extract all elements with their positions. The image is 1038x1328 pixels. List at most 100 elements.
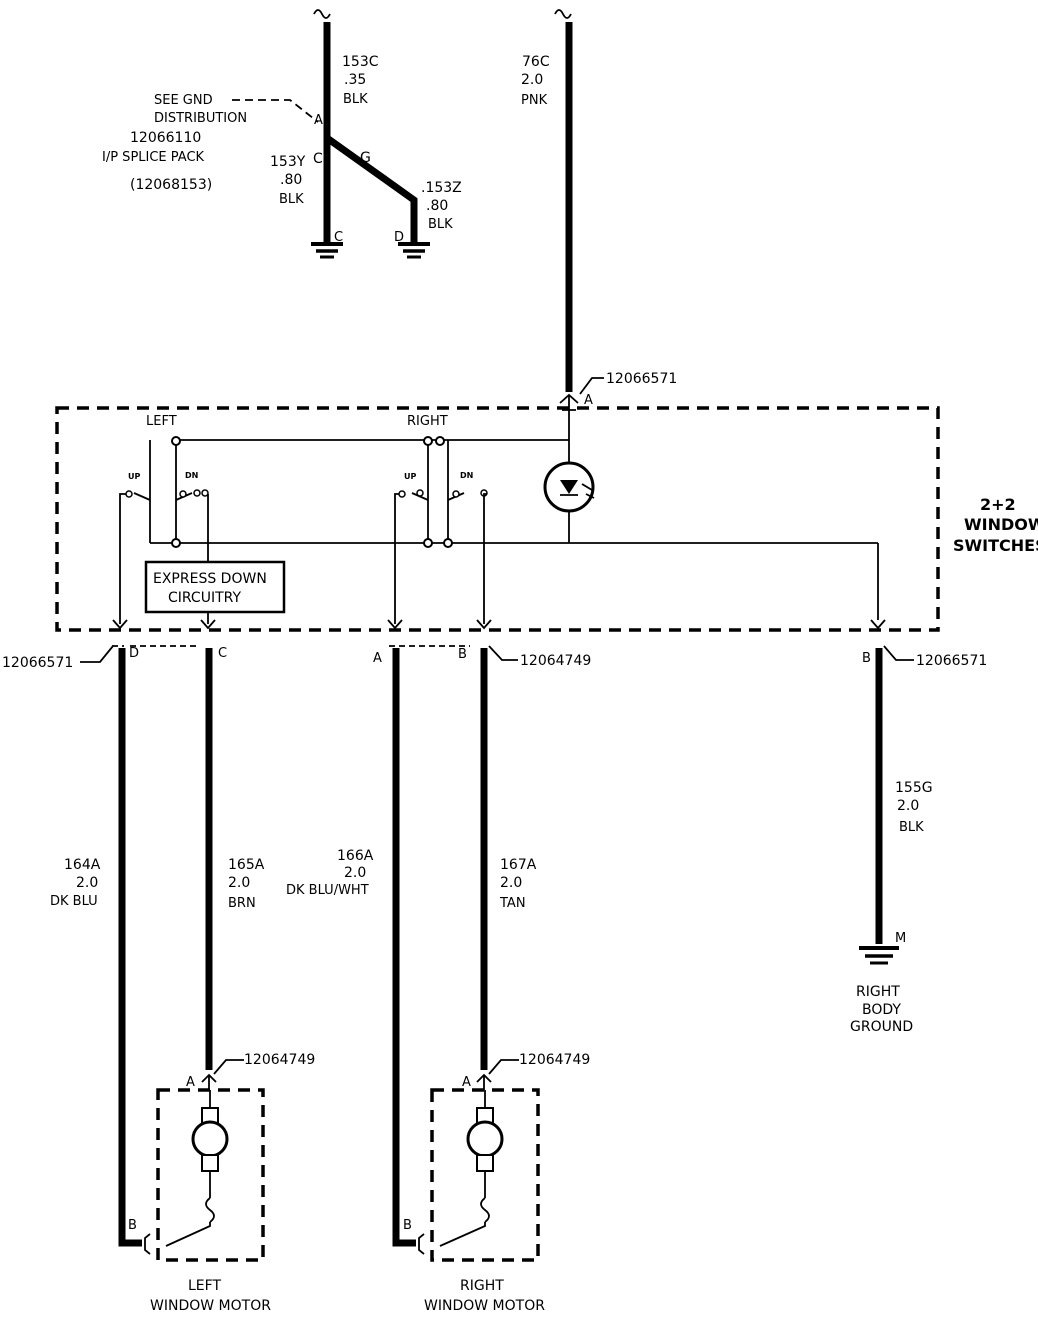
- right-up-label: UP: [404, 472, 416, 481]
- left-up-lead: [119, 493, 126, 624]
- lamp-diode-icon: [560, 480, 578, 494]
- wire-166a-size: 2.0: [344, 865, 366, 881]
- wire-165a-id: 165A: [228, 857, 265, 873]
- wire-153c-color: BLK: [343, 92, 368, 107]
- right-window-switch: [398, 436, 488, 548]
- right-up-lead: [394, 493, 399, 624]
- ground-label-2: BODY: [862, 1002, 901, 1018]
- pin-c-label: C: [313, 151, 323, 167]
- right-motor-box: [430, 1088, 540, 1262]
- switch-title-line-1: 2+2: [980, 495, 1016, 514]
- wire-153z-id: .153Z: [421, 180, 462, 196]
- express-line-2: CIRCUITRY: [168, 590, 241, 606]
- wire-167a-id: 167A: [500, 857, 537, 873]
- connector-feed-part: 12066571: [606, 371, 677, 387]
- wire-155g-size: 2.0: [897, 798, 919, 814]
- break-mark-feed: [554, 9, 572, 19]
- wire-165a-color: BRN: [228, 896, 256, 911]
- right-connector-pin-b: B: [458, 647, 467, 662]
- right-motor-connector-mark: [476, 1073, 492, 1090]
- right-motor-connector-leader: [488, 1059, 519, 1075]
- right-body-ground-symbol: [859, 946, 899, 965]
- wire-76c-id: 76C: [522, 54, 550, 70]
- left-connector-pin-c: C: [218, 646, 227, 661]
- left-motor-part: 12064749: [244, 1052, 315, 1068]
- wire-153z: [324, 135, 418, 242]
- lamp-ray: [581, 483, 595, 499]
- left-motor-pin-b: B: [128, 1218, 137, 1233]
- right-motor-label-2: WINDOW MOTOR: [424, 1298, 545, 1314]
- wire-167a-size: 2.0: [500, 875, 522, 891]
- right-motor-part: 12064749: [519, 1052, 590, 1068]
- right-connector-leader: [488, 645, 518, 661]
- right-motor-pin-a: A: [462, 1075, 471, 1090]
- wire-164a-color: DK BLU: [50, 894, 98, 909]
- wire-153c-id: 153C: [342, 54, 379, 70]
- wire-166a: [392, 648, 416, 1247]
- wire-165a-size: 2.0: [228, 875, 250, 891]
- gnd-distribution-leader: [232, 99, 319, 123]
- ground-label-3: GROUND: [850, 1019, 913, 1035]
- ground-connector-leader: [883, 645, 914, 661]
- wire-153y-size: .80: [280, 172, 302, 188]
- pin-g-label: G: [360, 150, 371, 166]
- left-motor-connector-leader: [213, 1059, 244, 1075]
- break-mark-left: [313, 9, 331, 19]
- right-dn-lead: [483, 493, 487, 624]
- see-gnd-line-3: 12066110: [130, 130, 201, 146]
- ground-pin-m: M: [895, 931, 906, 946]
- right-motor-label-1: RIGHT: [460, 1278, 504, 1294]
- left-up-label: UP: [128, 472, 140, 481]
- right-dn-label: DN: [460, 471, 473, 480]
- switch-title-line-3: SWITCHES: [953, 536, 1038, 555]
- wire-166a-color: DK BLU/WHT: [286, 883, 369, 898]
- ground-connector-part: 12066571: [916, 653, 987, 669]
- left-switch-label: LEFT: [146, 414, 177, 429]
- left-motor-connector-mark: [201, 1073, 217, 1090]
- right-connector-pin-a: A: [373, 651, 382, 666]
- ground-symbol-c: [311, 242, 343, 259]
- wire-164a-size: 2.0: [76, 875, 98, 891]
- left-motor-box: [156, 1088, 265, 1262]
- wire-167a-color: TAN: [499, 896, 526, 911]
- wire-76c-size: 2.0: [521, 72, 543, 88]
- wire-153z-color: BLK: [428, 217, 453, 232]
- right-connector-part: 12064749: [520, 653, 591, 669]
- connector-feed-leader: [579, 377, 604, 395]
- wire-153y-id: 153Y: [270, 154, 306, 170]
- pin-a-label: A: [314, 113, 323, 128]
- left-dn-label: DN: [185, 471, 198, 480]
- ground-c-pin: C: [334, 230, 343, 245]
- left-window-switch: [125, 436, 209, 548]
- wire-155g-id: 155G: [895, 780, 933, 796]
- wire-153c-size: .35: [344, 72, 366, 88]
- right-motor-icon: [439, 1090, 504, 1247]
- left-motor-pin-a: A: [186, 1075, 195, 1090]
- left-motor-label-2: WINDOW MOTOR: [150, 1298, 271, 1314]
- see-gnd-line-4: I/P SPLICE PACK: [102, 150, 205, 165]
- ground-connector-pin-b: B: [862, 651, 871, 666]
- window-switch-box: [55, 406, 940, 632]
- wire-153z-size: .80: [426, 198, 448, 214]
- left-connector-pin-d: D: [129, 646, 139, 661]
- ground-label-1: RIGHT: [856, 984, 900, 1000]
- connector-feed-pin: A: [584, 393, 593, 408]
- switch-output-terminals: [112, 619, 886, 630]
- left-connector-part: 12066571: [2, 655, 73, 671]
- ground-d-pin: D: [394, 230, 404, 245]
- express-line-1: EXPRESS DOWN: [153, 571, 267, 587]
- wire-153y-color: BLK: [279, 192, 304, 207]
- see-gnd-line-2: DISTRIBUTION: [154, 111, 247, 126]
- see-gnd-line-1: SEE GND: [154, 93, 213, 108]
- switch-title-line-2: WINDOW: [964, 515, 1038, 534]
- wire-155g-color: BLK: [899, 820, 924, 835]
- left-motor-label-1: LEFT: [188, 1278, 221, 1294]
- express-down-box: [144, 560, 286, 614]
- wire-164a-id: 164A: [64, 857, 101, 873]
- right-switch-label: RIGHT: [407, 414, 448, 429]
- left-motor-icon: [165, 1090, 229, 1247]
- wire-166a-id: 166A: [337, 848, 374, 864]
- wire-164a: [118, 648, 142, 1247]
- left-motor-b-bracket: [144, 1233, 151, 1255]
